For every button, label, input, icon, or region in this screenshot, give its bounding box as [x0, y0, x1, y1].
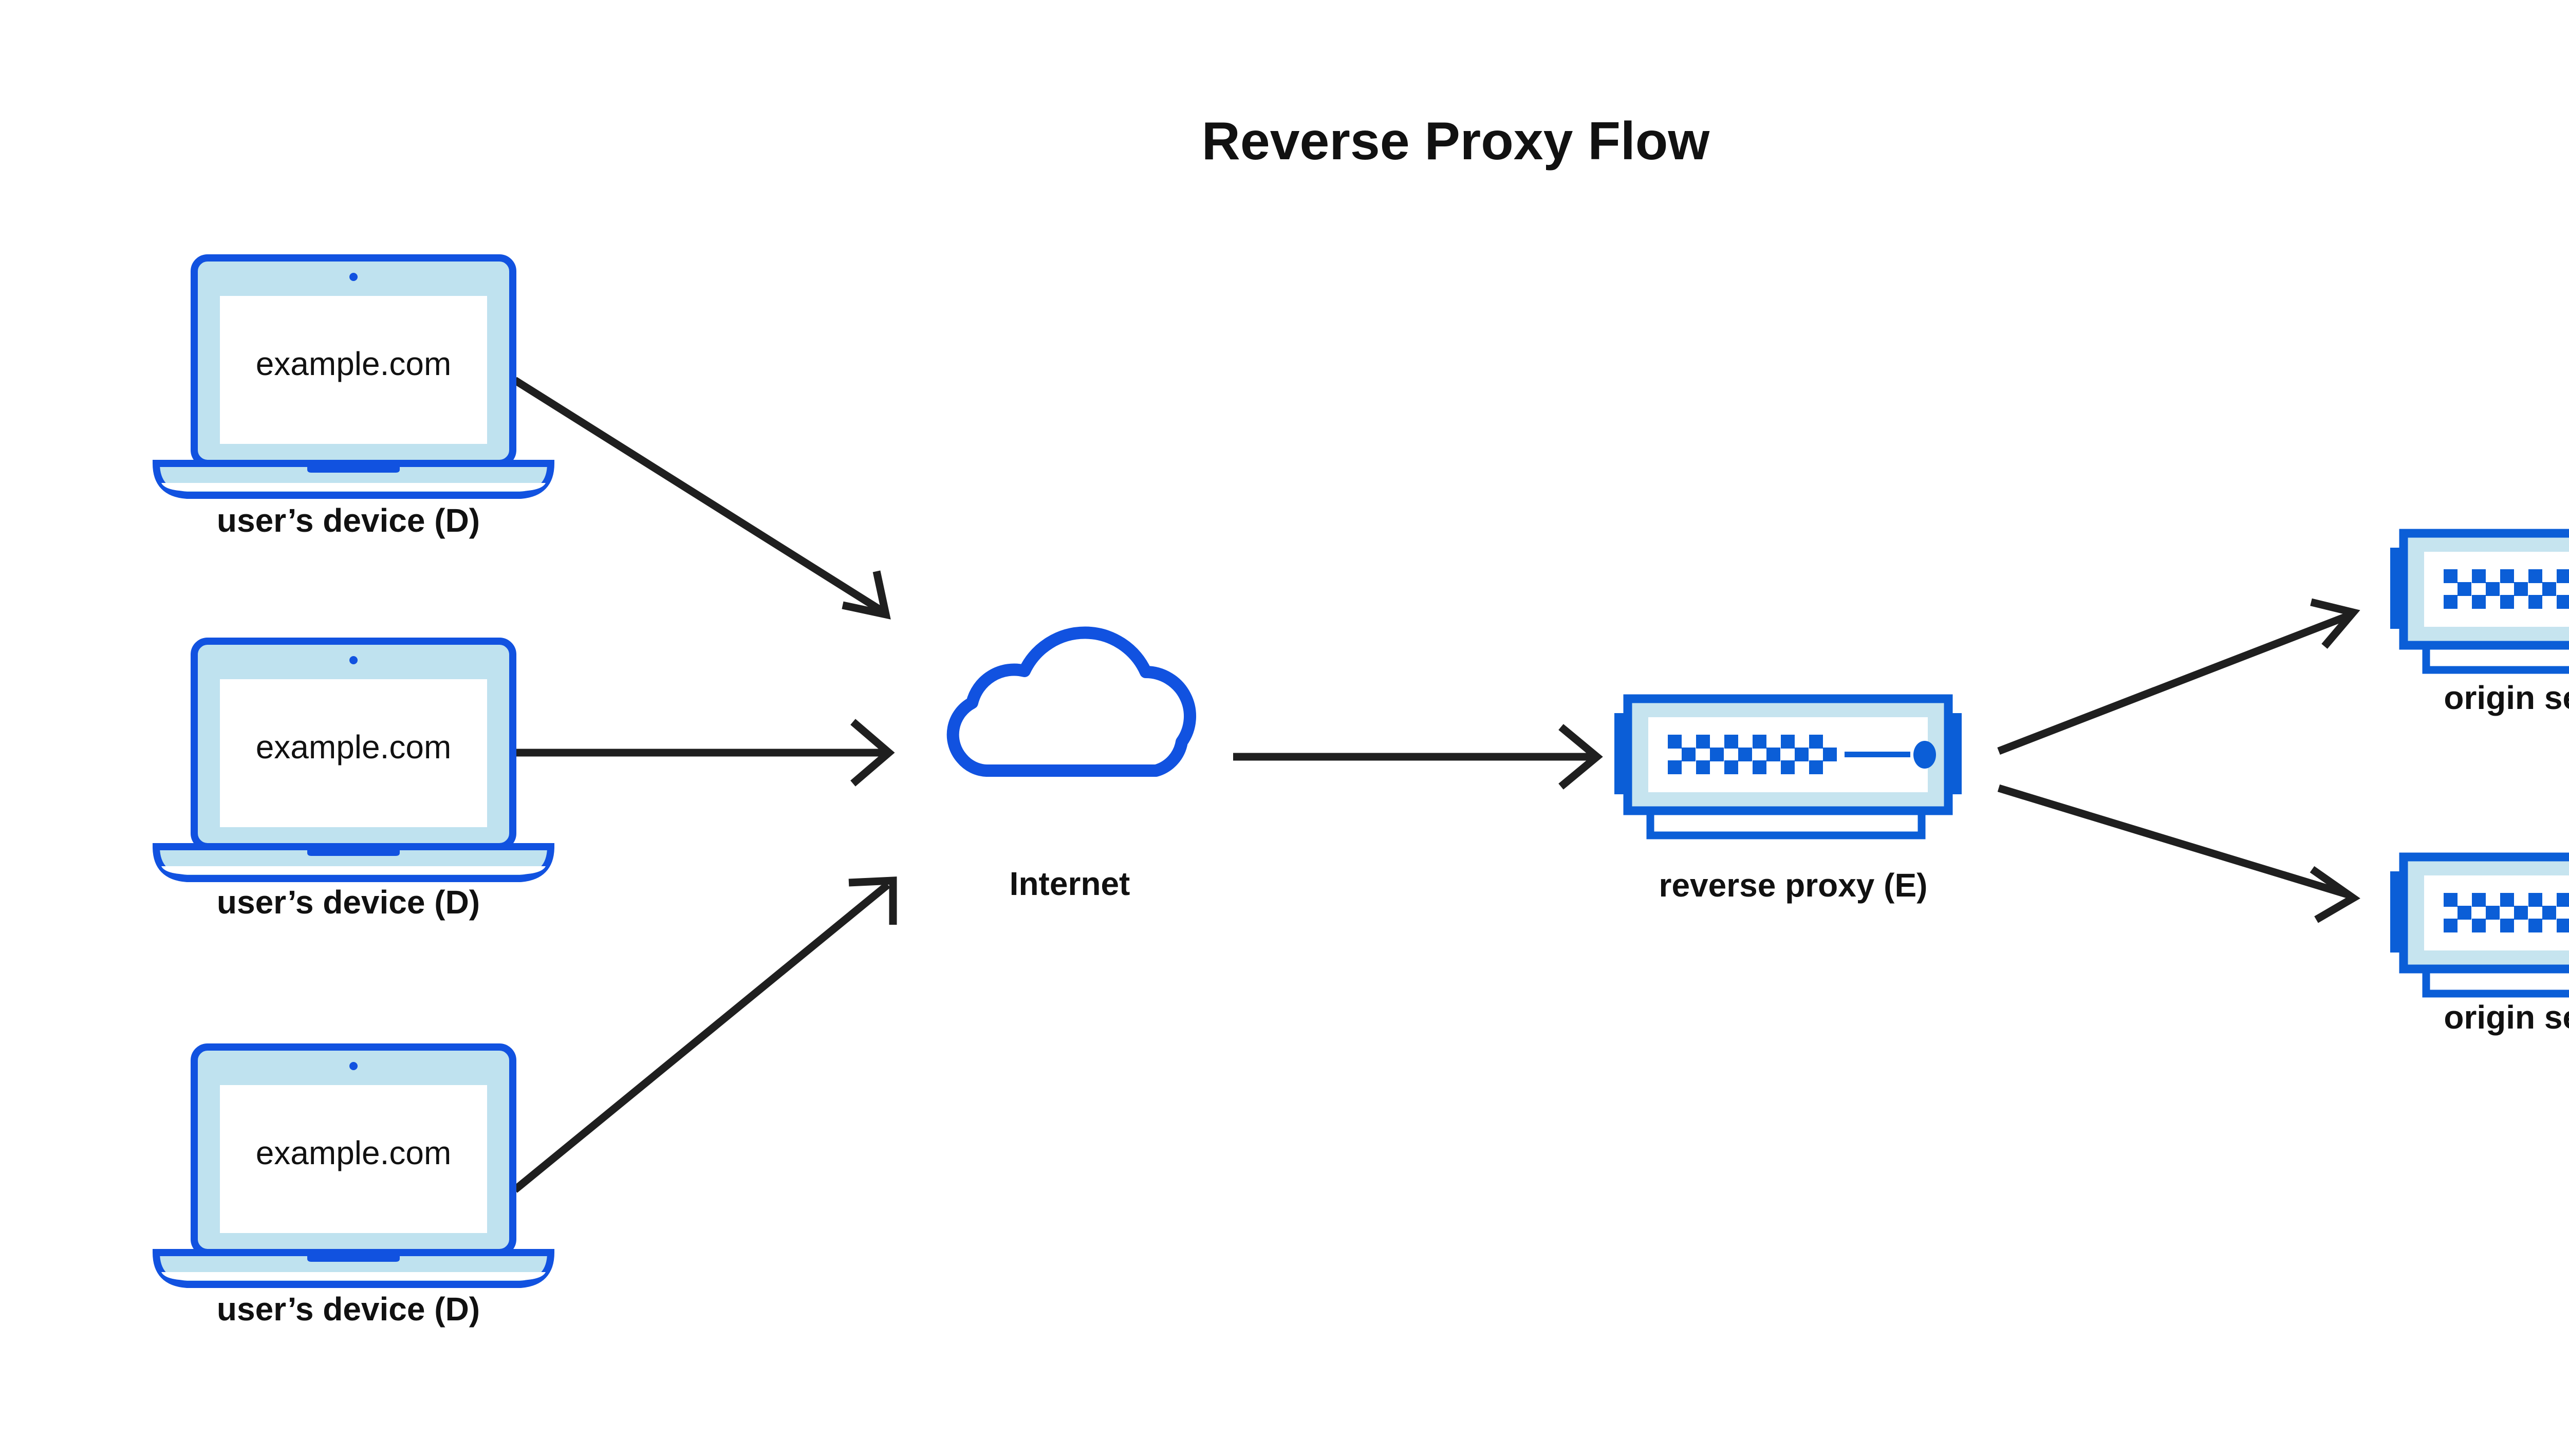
node-user-device-1[interactable]: example.com user’s device (D) — [156, 258, 551, 539]
connector-arrows — [512, 377, 2360, 1193]
cloud-icon — [953, 633, 1190, 771]
arrow-proxy-to-origin2 — [1997, 784, 2360, 923]
server-icon — [2390, 857, 2569, 994]
arrow-device3-to-internet — [512, 876, 897, 1193]
arrow-proxy-to-origin1 — [1997, 598, 2360, 755]
arrow-device2-to-internet — [514, 719, 895, 787]
server-icon — [2390, 533, 2569, 670]
node-origin-server-1[interactable]: origin server (F) — [2390, 533, 2569, 716]
device-screen-text: example.com — [256, 729, 452, 766]
node-reverse-proxy[interactable]: reverse proxy (E) — [1614, 699, 1962, 904]
origin-server-caption: origin server (F) — [2444, 679, 2569, 716]
internet-caption: Internet — [1010, 865, 1130, 902]
arrow-device1-to-internet — [513, 377, 891, 620]
device-screen-text: example.com — [256, 1134, 452, 1171]
device-caption: user’s device (D) — [217, 502, 480, 539]
device-caption: user’s device (D) — [217, 1291, 480, 1328]
device-caption: user’s device (D) — [217, 884, 480, 921]
arrow-internet-to-proxy — [1233, 724, 1603, 790]
origin-server-caption: origin server (F) — [2444, 999, 2569, 1036]
node-user-device-3[interactable]: example.com user’s device (D) — [156, 1047, 551, 1328]
node-internet[interactable]: Internet — [953, 633, 1190, 902]
node-user-device-2[interactable]: example.com user’s device (D) — [156, 641, 551, 921]
page-title: Reverse Proxy Flow — [1202, 111, 1710, 171]
reverse-proxy-caption: reverse proxy (E) — [1659, 867, 1928, 904]
server-icon — [1614, 699, 1962, 835]
node-origin-server-2[interactable]: origin server (F) — [2390, 857, 2569, 1036]
device-screen-text: example.com — [256, 345, 452, 382]
